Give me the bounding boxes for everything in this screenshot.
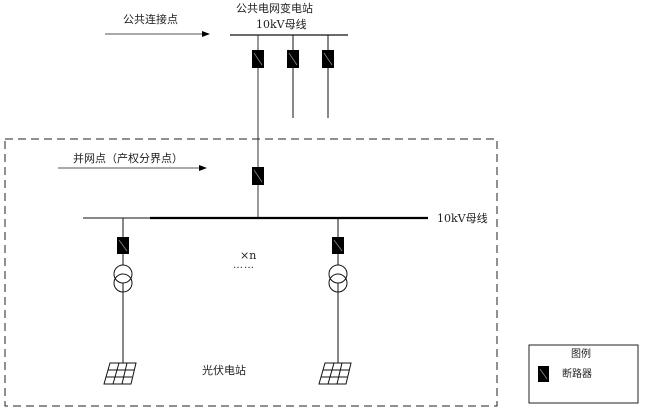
ellipsis-label: ……	[233, 260, 255, 271]
multiplier-label: ×n	[240, 249, 257, 262]
public-connection-point-label: 公共连接点	[123, 13, 178, 26]
solar-panel-icon	[103, 362, 137, 385]
grid-connection-arrow	[58, 165, 207, 171]
legend-item-breaker-label: 断路器	[562, 369, 592, 380]
grid-connection-point-label: 并网点（产权分界点）	[73, 152, 183, 165]
substation-title: 公共电网变电站	[236, 2, 313, 15]
breaker-icon	[252, 50, 264, 68]
public-connection-arrow	[105, 31, 210, 37]
transformer-icon	[113, 264, 133, 293]
pv-plant-boundary	[4, 138, 498, 407]
breaker-icon	[287, 50, 299, 68]
breaker-icon	[332, 237, 344, 254]
breaker-icon	[252, 167, 264, 185]
breaker-icon	[322, 50, 334, 68]
plant-bus-label: 10kV母线	[437, 212, 488, 225]
solar-panel-icon	[318, 362, 352, 385]
substation-bus-label: 10kV母线	[256, 18, 307, 31]
breaker-icon	[117, 237, 129, 254]
plant-name-label: 光伏电站	[202, 364, 246, 377]
transformer-icon	[328, 264, 348, 293]
breaker-icon	[538, 366, 549, 382]
legend-title: 图例	[571, 349, 591, 360]
